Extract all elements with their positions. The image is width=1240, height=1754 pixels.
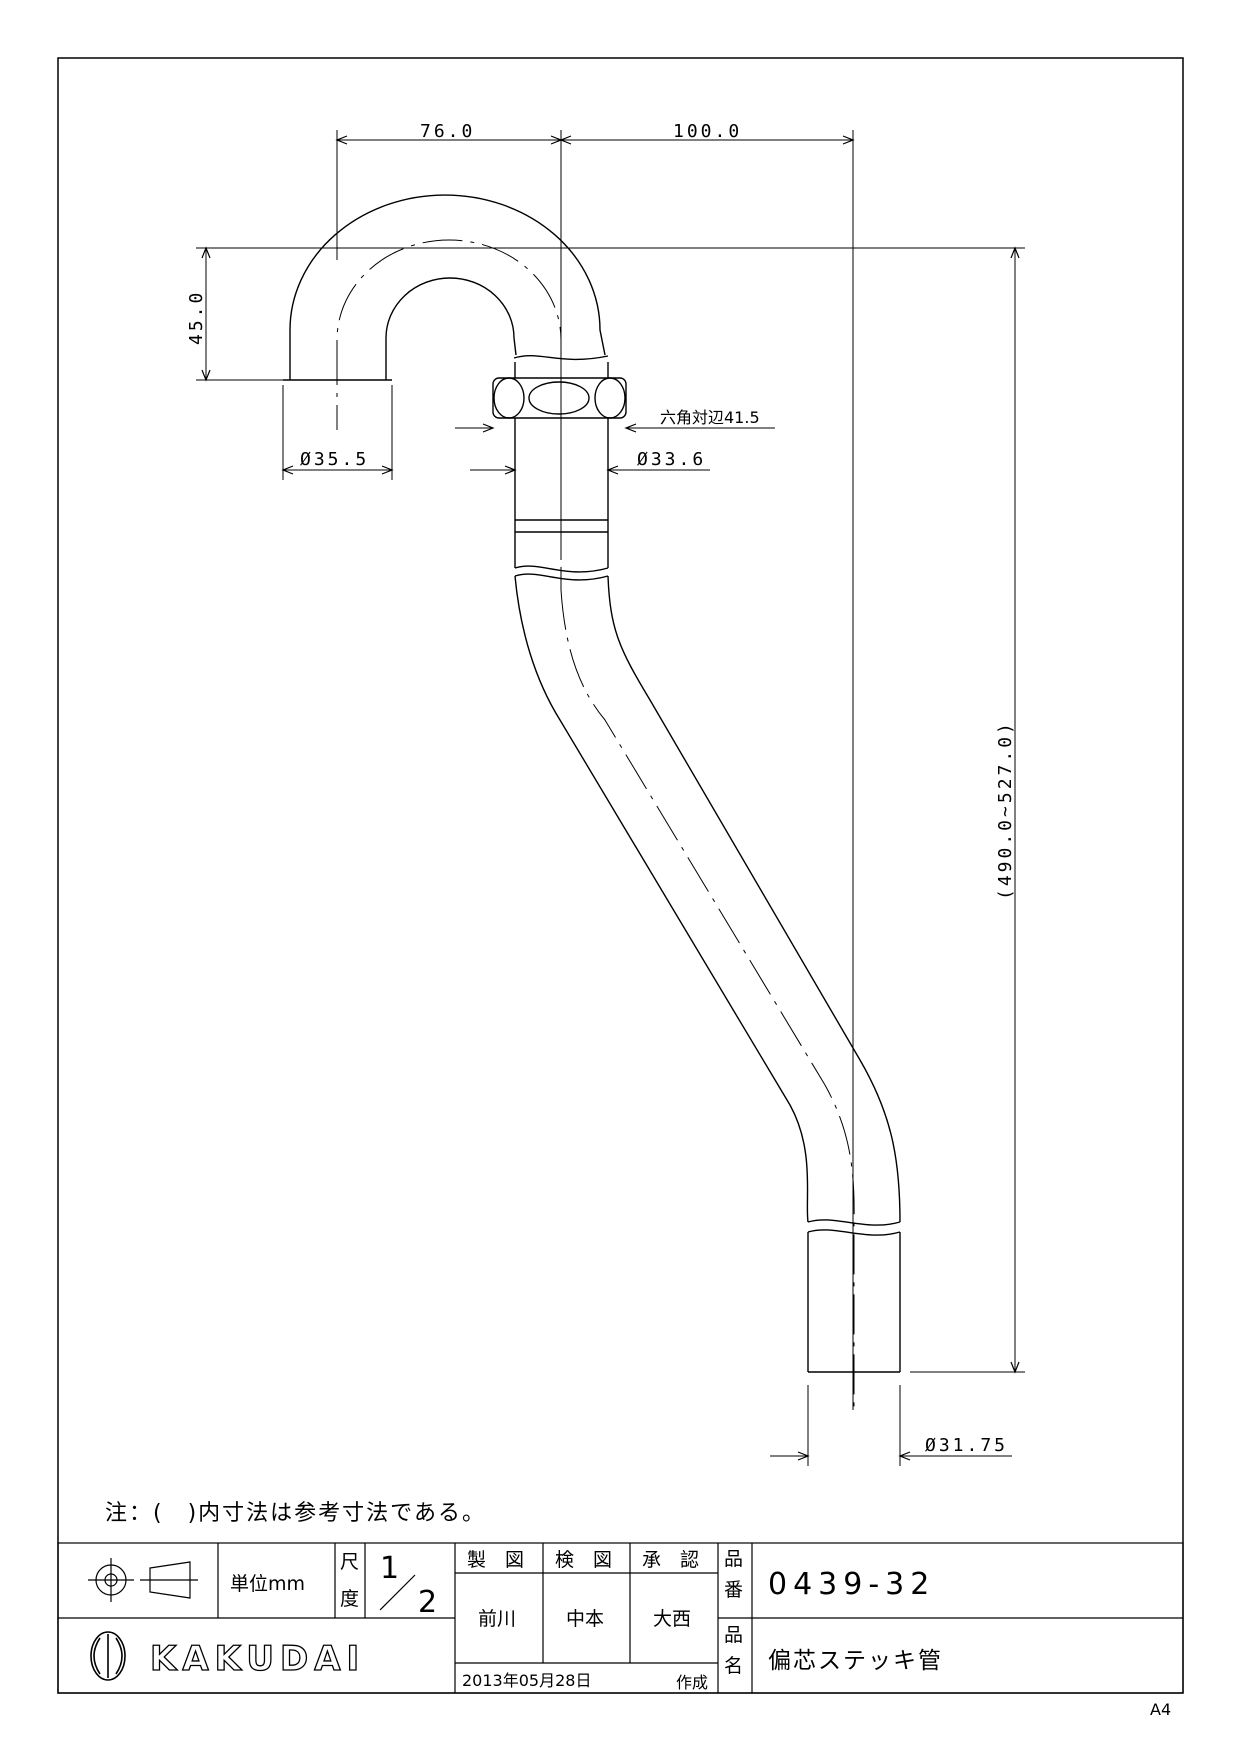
part-name: 偏芯ステッキ管 [768,1648,943,1674]
dim-inlet-diameter: Ø35.5 [300,449,369,470]
scale-denominator: 2 [418,1585,443,1620]
part-no-label-bottom: 番 [724,1579,743,1601]
kakudai-logo-icon [90,1631,126,1681]
dim-hex-flats: 六角対辺41.5 [660,408,760,427]
part-name-label-bottom: 名 [724,1655,743,1677]
dimension-lines [196,130,1025,1466]
drawn-header: 製 図 [467,1549,524,1571]
pipe-outline [283,194,901,1373]
dim-nut-diameter: Ø33.6 [637,449,706,470]
dim-total-height: (490.0~527.0) [995,720,1016,900]
part-name-label-top: 品 [724,1624,743,1646]
reference-note: 注：( )内寸法は参考寸法である。 [105,1501,486,1526]
scale-label-top: 尺 [340,1551,359,1573]
dim-76: 76.0 [420,121,475,142]
title-block [57,1542,1184,1694]
unit-label: 単位mm [230,1573,305,1595]
checked-by: 中本 [566,1608,604,1630]
third-angle-projection-icon [88,1558,198,1602]
approved-by: 大西 [653,1608,691,1630]
dim-100: 100.0 [673,121,742,142]
part-no-label-top: 品 [724,1548,743,1570]
date: 2013年05月28日 [462,1671,591,1690]
scale-numerator: 1 [380,1551,405,1586]
dim-outlet-diameter: Ø31.75 [925,1435,1008,1456]
center-lines [336,239,855,1410]
created-label: 作成 [676,1673,708,1692]
part-number: 0439-32 [768,1567,935,1602]
scale-label-bottom: 度 [340,1588,359,1610]
drawn-by: 前川 [478,1608,516,1630]
dim-45: 45.0 [186,290,207,345]
checked-header: 検 図 [555,1549,612,1571]
paper-size: A4 [1150,1700,1171,1719]
brand-name: KAKUDAI [150,1639,365,1679]
scale-fraction-slash [379,1574,416,1611]
approved-header: 承 認 [642,1549,699,1571]
